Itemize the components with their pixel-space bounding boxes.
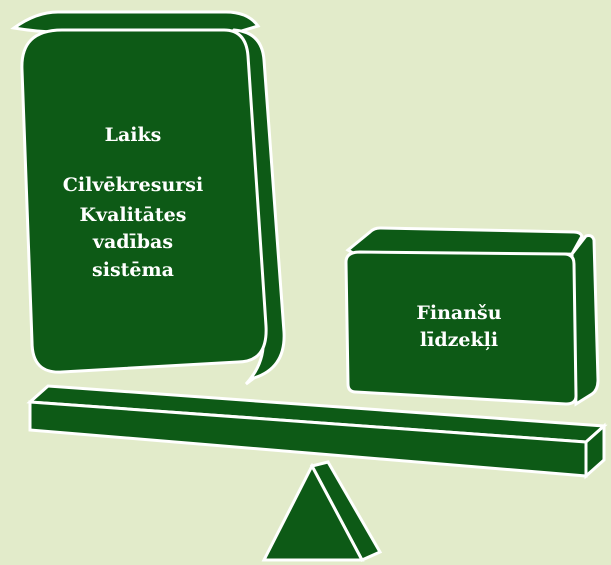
left-block-label-2: Cilvēkresursi <box>63 174 203 196</box>
right-block-side <box>570 234 600 407</box>
right-block-top <box>345 226 584 258</box>
left-block-label-4: vadības <box>92 231 173 253</box>
left-block: Laiks Cilvēkresursi Kvalitātes vadības s… <box>10 10 286 386</box>
right-block-label-1: Finanšu <box>416 302 501 324</box>
left-block-front <box>20 28 268 374</box>
fulcrum-front <box>261 462 365 562</box>
right-block: Finanšu līdzekļi <box>344 226 600 407</box>
fulcrum <box>261 460 383 562</box>
right-block-label-2: līdzekļi <box>420 329 498 351</box>
left-block-top <box>10 10 261 34</box>
right-block-front <box>344 250 578 406</box>
lever-plank <box>26 384 608 480</box>
left-block-label-3: Kvalitātes <box>80 204 187 226</box>
lever-plank-end <box>584 422 606 480</box>
left-block-label-1: Laiks <box>105 124 162 146</box>
left-block-label-5: sistēma <box>92 259 174 281</box>
